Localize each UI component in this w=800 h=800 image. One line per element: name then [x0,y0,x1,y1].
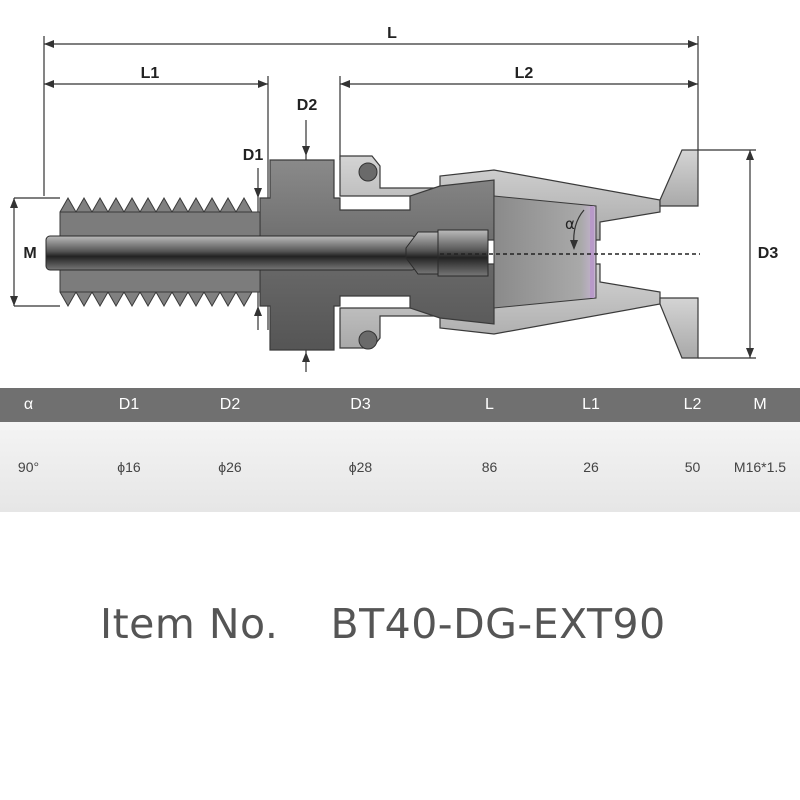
dimension-arrows [10,40,754,362]
alpha-arrow [570,240,578,250]
header-cell-d1: D1 [118,396,140,413]
spec-table-row: 90° ϕ16 ϕ26 ϕ28 86 26 50 M16*1.5 [0,422,800,512]
value-cell-l1: 26 [583,459,599,475]
header-cell-l1: L1 [582,396,600,413]
value-cell-alpha: 90° [17,459,40,475]
dim-label-d2: D2 [297,97,318,114]
header-cell-d3: D3 [350,396,371,413]
dim-label-l2: L2 [515,65,534,82]
dim-label-alpha: α [565,215,575,233]
item-number: BT40-DG-EXT90 [330,600,666,648]
value-cell-m: M16*1.5 [733,459,787,475]
spec-table: α D1 D2 D3 L L1 L2 M 90° ϕ16 ϕ26 ϕ28 86 … [0,388,800,512]
dim-label-l1: L1 [141,65,160,82]
o-rings [358,162,378,350]
value-cell-l: 86 [481,459,498,475]
value-cell-d2: ϕ26 [218,459,242,475]
header-cell-alpha: α [23,396,34,413]
dim-label-m: M [23,245,36,262]
inner-cone [493,195,597,309]
header-cell-l2: L2 [683,396,702,413]
value-cell-d1: ϕ16 [117,459,141,475]
header-cell-l: L [485,396,494,413]
header-cell-m: M [753,396,767,413]
central-rod [45,229,489,277]
spec-table-header: α D1 D2 D3 L L1 L2 M [0,388,800,422]
value-cell-d3: ϕ28 [348,459,373,475]
technical-drawing: L L1 L2 D1 D2 D3 M α [10,25,779,372]
value-cell-l2: 50 [684,459,701,475]
item-number-line: Item No. BT40-DG-EXT90 [100,600,666,648]
dim-label-d1: D1 [243,147,264,164]
header-cell-d2: D2 [219,396,241,413]
dim-label-l: L [387,25,397,42]
dim-label-d3: D3 [758,245,779,262]
item-label: Item No. [100,600,279,648]
